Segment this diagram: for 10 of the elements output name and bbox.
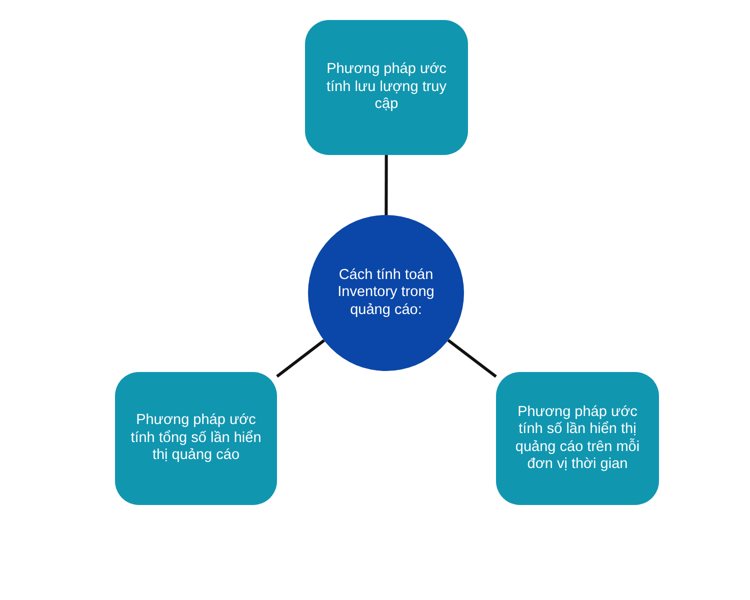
node-text: Phương pháp ước tính lưu lượng truy cập xyxy=(325,61,448,114)
connector-line xyxy=(447,339,497,378)
process-box xyxy=(496,372,659,505)
node-text: Phương pháp ước tính số lần hiển thị quảng cáo trên mỗi đơn vị thời gian xyxy=(514,404,641,474)
node-text: Phương pháp ước tính tổng số lần hiển thị quảng cáo xyxy=(130,412,262,465)
node-text: Cách tính toán Inventory trong quảng cáo: xyxy=(336,266,436,320)
connector-line xyxy=(384,155,388,215)
process-box xyxy=(115,372,277,505)
connector-line xyxy=(276,339,325,378)
process-box xyxy=(305,20,468,155)
